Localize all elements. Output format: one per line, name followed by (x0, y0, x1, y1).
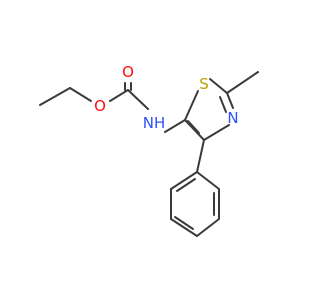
bond-methyl-ch2 (39, 87, 71, 106)
bond-phenyl-inner-c (176, 178, 196, 192)
atom-oxygen-ester: O (94, 97, 106, 115)
bond-c4-c5-inner (187, 120, 200, 134)
bond-amine-c5 (164, 119, 186, 133)
molecule-structure-diagram: O O NH S N (39, 63, 259, 237)
bond-oxygen-carbonyl-carbon (109, 89, 129, 102)
bond-c2-nitrogen (226, 92, 234, 109)
bond-c2-nitrogen-inner (219, 96, 227, 113)
atom-nitrogen-ring: N (227, 109, 238, 127)
bond-phenyl-4-5 (170, 218, 198, 237)
bond-phenyl-1-2 (196, 171, 220, 190)
atom-amine: NH (143, 114, 166, 132)
bond-c2-methyl (226, 71, 259, 94)
bond-sulfur-c2 (209, 78, 228, 94)
bond-c4-c5 (184, 119, 205, 141)
atom-sulfur: S (199, 75, 209, 93)
bond-phenyl-3-4 (196, 218, 220, 237)
bond-ch2-oxygen (69, 87, 92, 102)
bond-carbonyl-amine (127, 89, 149, 110)
atom-oxygen-carbonyl: O (122, 63, 134, 81)
bond-c5-sulfur (184, 90, 199, 121)
bond-phenyl-inner-b (174, 216, 194, 230)
bond-c4-phenyl (196, 139, 205, 173)
bond-nitrogen-c4 (203, 124, 230, 141)
bond-phenyl-6-1 (170, 171, 198, 190)
